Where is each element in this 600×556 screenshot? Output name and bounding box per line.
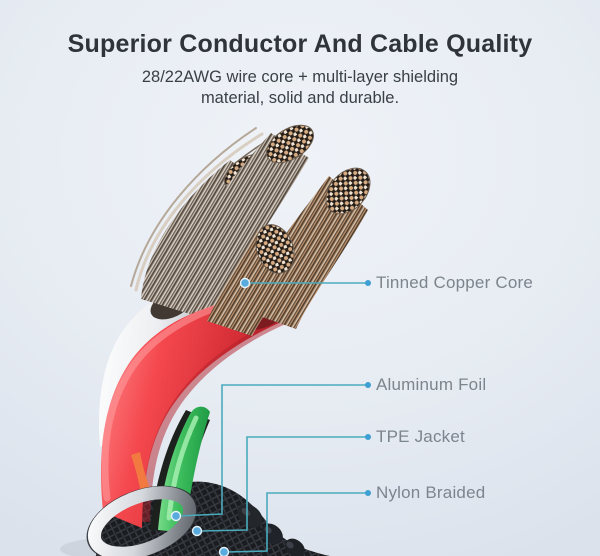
label-tinned-copper-core: Tinned Copper Core (376, 273, 533, 292)
label-dot-aluminum-foil (365, 382, 371, 388)
subtitle-line-2: material, solid and durable. (200, 89, 400, 107)
label-dot-tpe-jacket (365, 434, 371, 440)
anchor-dot-tinned-copper-core (239, 277, 251, 289)
page-title: Superior Conductor And Cable Quality (67, 30, 533, 58)
callout-lines (170, 277, 371, 556)
label-dot-tinned-copper-core (365, 280, 371, 286)
subtitle: 28/22AWG wire core + multi-layer shieldi… (0, 67, 600, 109)
leader-tpe-jacket (198, 436, 366, 532)
bundle-cap (266, 124, 314, 164)
label-tpe-jacket: TPE Jacket (376, 427, 465, 446)
header: Superior Conductor And Cable Quality 28/… (0, 30, 600, 109)
label-nylon-braided: Nylon Braided (376, 483, 486, 502)
anchor-dot-aluminum-foil (170, 510, 182, 522)
green-wire-insulation (150, 406, 210, 533)
label-dot-nylon-braided (365, 490, 371, 496)
anchor-dot-nylon-braided (218, 546, 230, 556)
anchor-dot-tpe-jacket (191, 525, 203, 537)
label-aluminum-foil: Aluminum Foil (376, 375, 487, 394)
subtitle-line-1: 28/22AWG wire core + multi-layer shieldi… (141, 68, 459, 86)
bundle-cap (255, 224, 295, 274)
leader-nylon-braided (225, 492, 366, 553)
tinned-copper-bundle-tall (167, 124, 314, 321)
leader-aluminum-foil (176, 384, 366, 517)
bundle-cap (325, 167, 371, 215)
aluminum-foil-collar (86, 485, 198, 556)
